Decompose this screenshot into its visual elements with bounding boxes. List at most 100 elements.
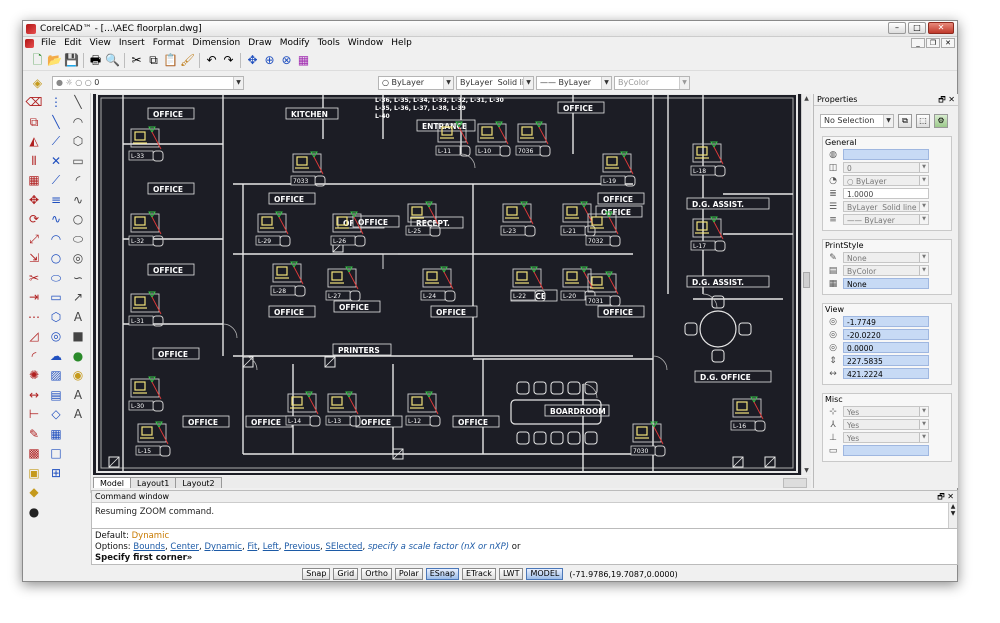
- plotstyle-dropdown[interactable]: ByColor ▼: [614, 76, 690, 90]
- stretch-icon[interactable]: ⇲: [28, 251, 40, 265]
- polygon-icon[interactable]: ⬡: [50, 309, 62, 324]
- undo-icon[interactable]: ↶: [206, 53, 217, 67]
- maximize-icon[interactable]: □: [908, 22, 926, 34]
- image-icon[interactable]: ◉: [72, 368, 84, 382]
- menu-window[interactable]: Window: [347, 38, 384, 48]
- linetype-dropdown[interactable]: ByLayer Solid line ▼: [456, 76, 534, 90]
- misc-field-4[interactable]: [843, 445, 929, 456]
- explode-icon[interactable]: ✺: [28, 368, 40, 382]
- menu-modify[interactable]: Modify: [279, 38, 310, 48]
- leader-icon[interactable]: ↗: [72, 290, 84, 304]
- text-icon[interactable]: A: [73, 387, 83, 402]
- trim-icon[interactable]: ✂: [28, 270, 40, 285]
- solid-fill-icon[interactable]: ■: [72, 329, 84, 343]
- rectangle-icon[interactable]: ▭: [50, 290, 62, 304]
- match-properties-icon[interactable]: 🖌: [179, 53, 196, 67]
- ortho-button[interactable]: Ortho: [361, 568, 392, 580]
- menu-help[interactable]: Help: [391, 38, 412, 48]
- command-scrollbar[interactable]: ▲▼: [948, 503, 957, 528]
- lineweight-dropdown[interactable]: —— ByLayer ▼: [536, 76, 612, 90]
- layer-manager-icon[interactable]: ◈: [32, 75, 43, 90]
- extend-icon[interactable]: ⇥: [28, 290, 40, 304]
- print-preview-icon[interactable]: 🔍: [105, 53, 120, 67]
- polyline-icon[interactable]: ⟋: [51, 134, 61, 148]
- align-icon[interactable]: ⊢: [28, 407, 40, 421]
- ray-icon[interactable]: ⟋: [51, 173, 61, 187]
- printstyle-color-field[interactable]: ByColor▼: [843, 265, 929, 276]
- table-icon[interactable]: ▦: [50, 426, 62, 441]
- redo-icon[interactable]: ↷: [223, 53, 234, 67]
- tab-model[interactable]: Model: [93, 477, 132, 488]
- scroll-down-icon[interactable]: ▼: [804, 467, 809, 474]
- print-icon[interactable]: 🖶: [89, 53, 102, 67]
- doc-restore-icon[interactable]: ❐: [926, 38, 940, 48]
- zoom-window-icon[interactable]: ⊗: [281, 53, 292, 67]
- panel-controls[interactable]: 🗗 ✕: [938, 95, 955, 104]
- minimize-icon[interactable]: –: [888, 22, 906, 34]
- pan-icon[interactable]: ✥: [247, 53, 258, 67]
- menu-tools[interactable]: Tools: [317, 38, 340, 48]
- line-draw-icon[interactable]: ╲: [74, 95, 82, 109]
- command-prompt-area[interactable]: Default: Dynamic Options: Bounds, Center…: [92, 529, 957, 566]
- misc-field-1[interactable]: Yes▼: [843, 406, 929, 417]
- scale-icon[interactable]: ⤢: [29, 231, 39, 246]
- point-icon[interactable]: ⋮: [50, 95, 62, 109]
- attribute-icon[interactable]: ◆: [29, 485, 39, 499]
- lwt-button[interactable]: LWT: [498, 568, 524, 580]
- document-icon[interactable]: [25, 39, 34, 48]
- copy-entity-icon[interactable]: ⧉: [29, 114, 39, 129]
- snap-button[interactable]: Snap: [302, 568, 331, 580]
- polygon-draw-icon[interactable]: ⬡: [72, 134, 84, 148]
- misc-field-3[interactable]: Yes▼: [843, 432, 929, 443]
- paste-icon[interactable]: 📋: [163, 53, 178, 67]
- color-dropdown[interactable]: ○ ByLayer ▼: [378, 76, 454, 90]
- array-icon[interactable]: ▦: [28, 173, 40, 187]
- toggle-pickadd-icon[interactable]: ⧉: [898, 114, 912, 128]
- tab-layout1[interactable]: Layout1: [130, 477, 177, 488]
- rectangle-draw-icon[interactable]: ▭: [72, 153, 84, 168]
- revision-cloud-icon[interactable]: ☁: [50, 348, 62, 363]
- move-icon[interactable]: ✥: [28, 192, 40, 207]
- lengthen-icon[interactable]: ↔: [28, 387, 40, 402]
- layer-dropdown[interactable]: ● ☼ ○ ○ 0 ▼: [52, 76, 244, 90]
- spline-icon[interactable]: ∿: [50, 212, 62, 226]
- ellipse-draw-icon[interactable]: ⬭: [72, 231, 84, 246]
- view-height[interactable]: 227.5835: [843, 355, 929, 366]
- select-objects-icon[interactable]: ⬚: [916, 114, 930, 128]
- vertical-scrollbar[interactable]: ▲ ▼: [801, 94, 811, 475]
- view-width[interactable]: 421.2224: [843, 368, 929, 379]
- menu-insert[interactable]: Insert: [118, 38, 145, 48]
- esnap-button[interactable]: ESnap: [425, 568, 459, 580]
- general-ltscale-field[interactable]: 1.0000: [843, 188, 929, 199]
- block-icon[interactable]: ▣: [28, 465, 40, 480]
- donut-icon[interactable]: ◎: [50, 329, 62, 343]
- save-icon[interactable]: 💾: [64, 53, 79, 67]
- spline-draw-icon[interactable]: ∿: [72, 192, 84, 207]
- offset-icon[interactable]: ⫴: [31, 153, 37, 168]
- general-color-field[interactable]: ○ ByLayer▼: [843, 175, 929, 186]
- close-icon[interactable]: ✕: [928, 22, 954, 34]
- printstyle-style-field[interactable]: None▼: [843, 252, 929, 263]
- doc-close-icon[interactable]: ✕: [941, 38, 955, 48]
- view-center-y[interactable]: -20.0220: [843, 329, 929, 340]
- mirror-icon[interactable]: ◭: [29, 134, 39, 148]
- fillet-icon[interactable]: ◜: [31, 348, 37, 363]
- general-lineweight-field[interactable]: —— ByLayer▼: [843, 214, 929, 225]
- zoom-realtime-icon[interactable]: ⊕: [264, 53, 275, 67]
- insert-block-icon[interactable]: ⊞: [50, 465, 62, 480]
- general-blank-field[interactable]: [843, 149, 929, 160]
- hatch-edit-icon[interactable]: ▩: [28, 446, 40, 460]
- option-left[interactable]: Left: [262, 542, 279, 552]
- color-fill-icon[interactable]: ●: [72, 348, 84, 363]
- menu-dimension[interactable]: Dimension: [192, 38, 241, 48]
- scroll-thumb[interactable]: [803, 272, 810, 288]
- edit-pline-icon[interactable]: ✎: [28, 426, 40, 441]
- view-center-x[interactable]: -1.7749: [843, 316, 929, 327]
- polar-button[interactable]: Polar: [394, 568, 423, 580]
- bomb-icon[interactable]: ●: [28, 504, 40, 519]
- ellipse-icon[interactable]: ⬭: [50, 270, 62, 285]
- model-button[interactable]: MODEL: [526, 568, 564, 580]
- horizontal-scrollbar[interactable]: [783, 478, 807, 488]
- infinite-line-icon[interactable]: ✕: [50, 153, 62, 168]
